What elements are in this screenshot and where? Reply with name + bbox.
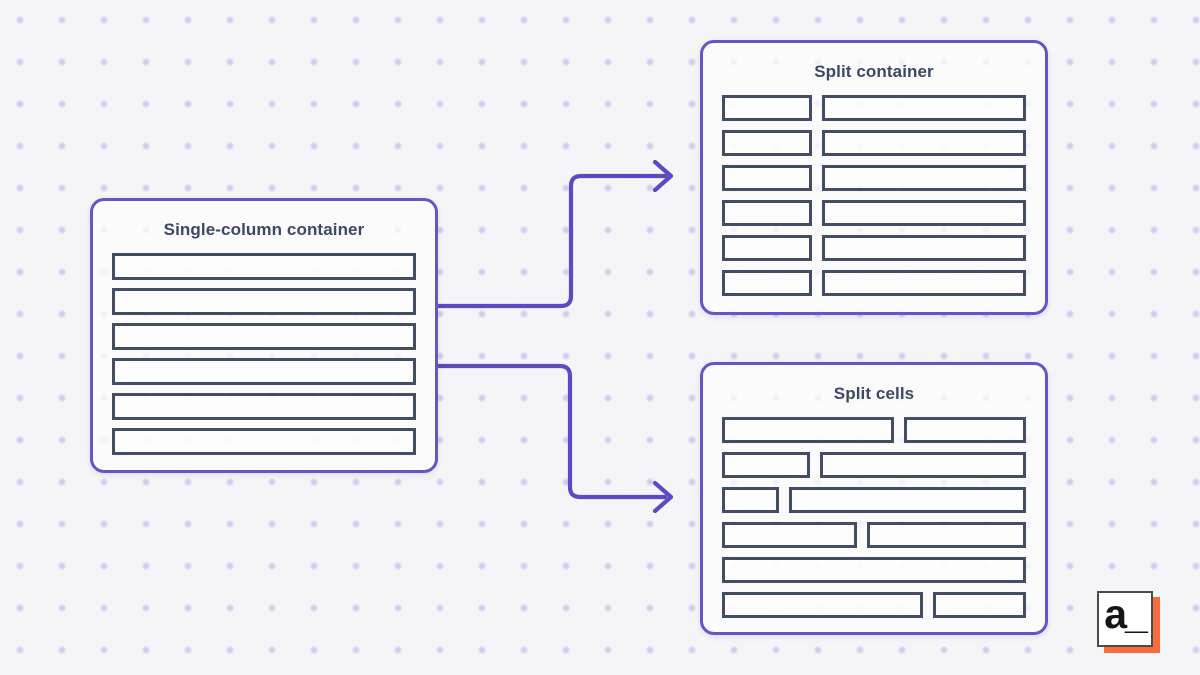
table-cell	[722, 270, 812, 296]
panel-title: Split cells	[833, 384, 915, 403]
logo-card: a_	[1097, 591, 1153, 647]
appsmith-logo: a_	[1097, 591, 1160, 653]
table-row	[722, 487, 1026, 513]
table-cell	[789, 487, 1026, 513]
arrow-to-split-container	[435, 159, 674, 309]
table-cell	[904, 417, 1026, 443]
table-row	[112, 323, 416, 350]
table-row	[722, 235, 1026, 261]
table-cell	[722, 557, 1026, 583]
table-cell	[112, 253, 416, 280]
split-cells-panel: Split cells	[700, 362, 1048, 635]
single-column-container-panel: Single-column container	[90, 198, 438, 473]
table-cell	[821, 130, 1026, 156]
table-row	[722, 95, 1026, 121]
table-row	[722, 200, 1026, 226]
table-row	[722, 452, 1026, 478]
table-row	[722, 270, 1026, 296]
table-cell	[821, 95, 1026, 121]
table-rows	[112, 253, 416, 455]
table-row	[112, 358, 416, 385]
table-cell	[819, 452, 1026, 478]
table-cell	[112, 393, 416, 420]
table-cell	[722, 130, 812, 156]
table-cell	[722, 417, 895, 443]
table-row	[722, 130, 1026, 156]
logo-text: a_	[1104, 590, 1148, 637]
table-rows	[722, 95, 1026, 296]
table-row	[112, 428, 416, 455]
panel-title: Split container	[814, 62, 934, 81]
table-cell	[722, 165, 812, 191]
arrowhead-icon	[652, 159, 674, 193]
table-cell	[821, 200, 1026, 226]
table-row	[112, 393, 416, 420]
table-row	[722, 165, 1026, 191]
table-row	[722, 522, 1026, 548]
table-cell	[722, 452, 810, 478]
table-cell	[112, 358, 416, 385]
table-cell	[932, 592, 1026, 618]
table-cell	[821, 235, 1026, 261]
table-cell	[866, 522, 1026, 548]
table-cell	[821, 165, 1026, 191]
table-rows	[722, 417, 1026, 618]
table-cell	[722, 235, 812, 261]
table-cell	[112, 428, 416, 455]
table-row	[722, 417, 1026, 443]
table-cell	[722, 487, 780, 513]
table-row	[112, 288, 416, 315]
table-cell	[722, 200, 812, 226]
table-row	[722, 592, 1026, 618]
arrow-to-split-cells	[435, 363, 674, 514]
table-cell	[821, 270, 1026, 296]
table-cell	[722, 522, 857, 548]
table-cell	[112, 288, 416, 315]
table-row	[722, 557, 1026, 583]
split-container-panel: Split container	[700, 40, 1048, 315]
table-cell	[112, 323, 416, 350]
table-cell	[722, 95, 812, 121]
arrowhead-icon	[652, 480, 674, 514]
table-row	[112, 253, 416, 280]
table-cell	[722, 592, 923, 618]
panel-title: Single-column container	[163, 220, 365, 239]
